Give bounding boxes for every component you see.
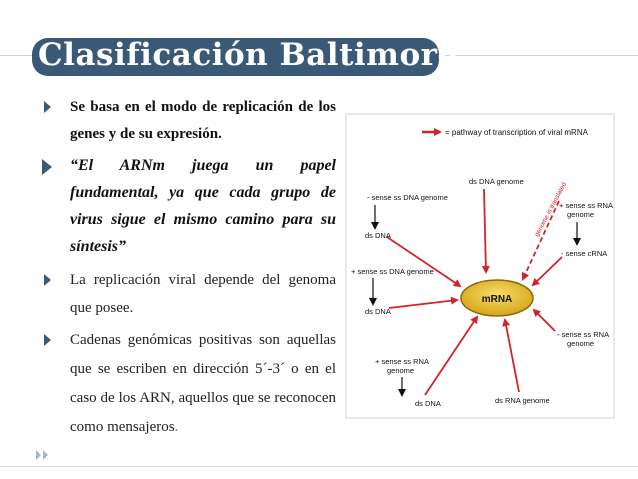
label-plus-ss-dna-genome: + sense ss DNA genome (351, 267, 434, 276)
bullet-arrow-icon (44, 274, 51, 286)
label-plus-ss-rna-bottom: + sense ss RNA (375, 357, 429, 366)
label-minus-ss-rna: genome (567, 339, 594, 348)
title-banner (32, 38, 439, 76)
label-ds-dna: ds DNA (365, 307, 391, 316)
bullet-arrow-icon (42, 159, 52, 175)
mrna-label: mRNA (482, 294, 513, 305)
bullet-item-quote: “El ARNm juega un papel fundamental, ya … (40, 152, 336, 260)
arrow-red (386, 236, 462, 288)
label-plus-ss-rna-bottom: genome (387, 366, 414, 375)
bullet-item: Cadenas genómicas positivas son aquellas… (40, 326, 336, 442)
arrow-red (481, 188, 490, 274)
arrow-red (502, 318, 520, 393)
bullet-arrow-icon (44, 101, 51, 113)
bullet-item: La replicación viral depende del genoma … (40, 266, 336, 322)
bullet-text: “El ARNm juega un papel fundamental, ya … (70, 157, 336, 255)
arrow-red (388, 296, 459, 309)
diagram-svg: = pathway of transcription of viral mRNA… (351, 128, 613, 408)
legend-text: = pathway of transcription of viral mRNA (445, 128, 589, 137)
footer-rule (0, 466, 638, 467)
arrow-red (531, 256, 563, 287)
label-minus-ss-rna: - sense ss RNA (557, 330, 609, 339)
bullet-text-period: . (174, 419, 179, 435)
label-ds-dna: ds DNA (365, 231, 391, 240)
bullet-arrow-icon (44, 334, 51, 346)
bullet-item: Se basa en el modo de replicación de los… (40, 94, 336, 148)
arrow-red (532, 308, 556, 332)
double-chevron-icon (36, 450, 48, 460)
label-plus-ss-rna-genome: genome (567, 210, 594, 219)
bullet-text: La replicación viral depende del genoma … (70, 272, 336, 316)
label-ds-rna-genome: ds RNA genome (495, 396, 550, 405)
baltimore-diagram: = pathway of transcription of viral mRNA… (345, 113, 615, 419)
arrow-red-dashed (521, 200, 560, 281)
bullet-list: Se basa en el modo de replicación de los… (40, 94, 336, 442)
label-minus-ss-dna-genome: - sense ss DNA genome (367, 193, 448, 202)
page-title: Clasificación Baltimore (38, 37, 458, 73)
mrna-ellipse (460, 279, 534, 317)
label-plus-ss-rna-genome: + sense ss RNA (559, 201, 613, 210)
bullet-text: Se basa en el modo de replicación de los… (70, 99, 336, 142)
label-ds-dna: ds DNA (415, 399, 441, 408)
arrow-red (424, 315, 479, 396)
label-ds-dna-genome: ds DNA genome (469, 177, 524, 186)
label-minus-crna: - sense cRNA (561, 249, 607, 258)
bullet-text: Cadenas genómicas positivas son aquellas… (70, 332, 336, 435)
